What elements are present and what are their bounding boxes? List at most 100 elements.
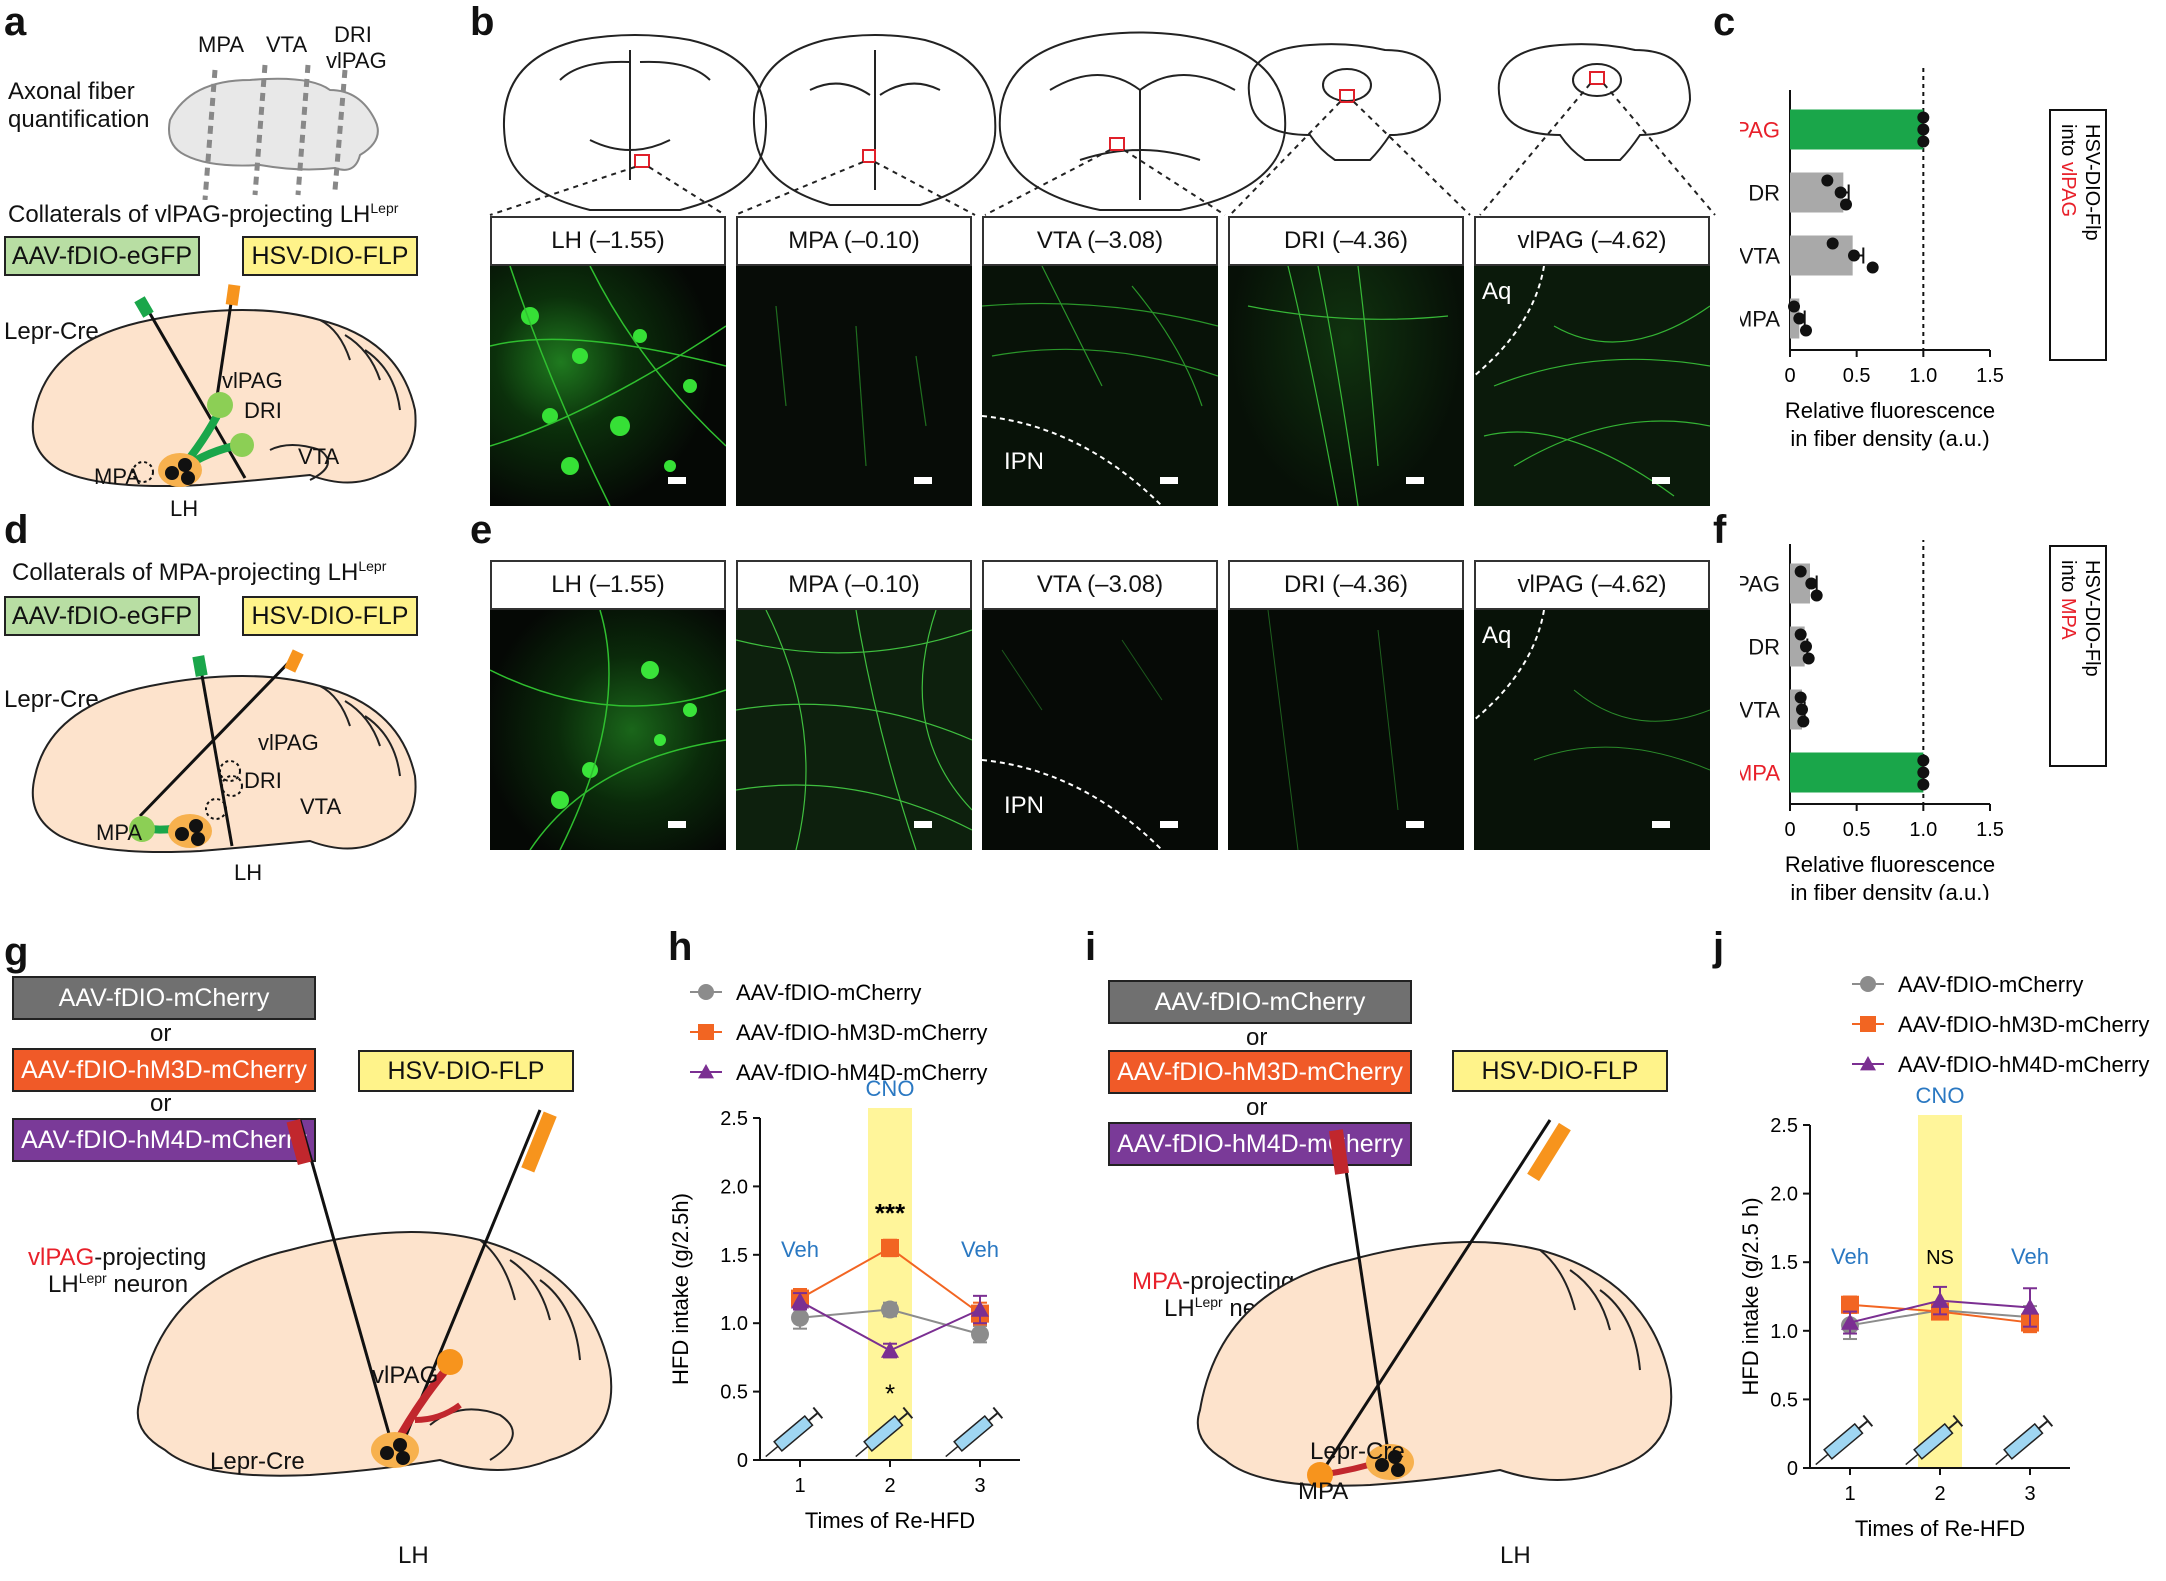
syringe-handle: [1862, 1414, 1874, 1427]
aq-label-e: Aq: [1482, 622, 1512, 649]
x-tick-label: 1: [1844, 1483, 1855, 1505]
marker-circle: [881, 1300, 899, 1319]
brain-label-mpa-d: MPA: [96, 820, 143, 845]
data-point: [1796, 703, 1808, 716]
data-point: [1917, 766, 1930, 779]
y-axis-label: HFD intake (g/2.5 h): [1738, 1197, 1763, 1395]
legend-text-1: HSV-DIO-Flp: [2081, 124, 2103, 241]
panel-letter-e: e: [470, 508, 493, 552]
axonal-quant-schematic: [168, 64, 379, 200]
category-label: vlPAG: [1740, 572, 1780, 597]
atlas-section-vlpag: [1497, 43, 1692, 161]
brain-label-vta-d: VTA: [300, 794, 342, 819]
bar: [1790, 752, 1924, 793]
brain-schematic-d: [31, 649, 417, 853]
y-tick-label: 1.0: [1770, 1321, 1798, 1343]
legend-text-1: HSV-DIO-Flp: [2081, 560, 2103, 677]
data-point: [1840, 198, 1852, 211]
region-mpa: MPA: [198, 32, 245, 57]
syringe-plunger: [987, 1412, 999, 1422]
legend-text-2: into MPA: [2057, 560, 2079, 640]
panel-letter-c: c: [1713, 0, 1736, 44]
syringe-needle: [765, 1445, 779, 1458]
micrograph-e-lh: [490, 610, 726, 850]
chart-h: AAV-fDIO-mCherryAAV-fDIO-hM3D-mCherryAAV…: [668, 980, 1020, 1533]
category-label: MPA: [1740, 761, 1780, 786]
syringe-needle: [855, 1445, 869, 1458]
panel-letter-h: h: [668, 925, 693, 969]
syringe-plunger: [2037, 1420, 2049, 1430]
mouse-label-d: Lepr-Cre: [4, 686, 99, 713]
section-label-vta: VTA (–3.08): [982, 216, 1218, 266]
legend-text-3: vlPAG: [2057, 162, 2079, 217]
data-point: [1810, 589, 1823, 602]
projection-label-g: vlPAG-projecting: [28, 1244, 207, 1271]
virus-box-mcherry-i: AAV-fDIO-mCherry: [1108, 980, 1412, 1024]
section-label-e-mpa: MPA (–0.10): [736, 560, 972, 610]
data-point: [1793, 312, 1806, 325]
syringe-plunger: [897, 1412, 909, 1422]
mouse-label: Lepr-Cre: [4, 318, 99, 345]
syringe-plunger: [807, 1412, 819, 1422]
section-label-dri: DRI (–4.36): [1228, 216, 1464, 266]
region-dri: DRI: [334, 22, 372, 47]
aq-label-b: Aq: [1482, 278, 1512, 305]
data-point: [1848, 249, 1860, 262]
virus-box-mcherry-g: AAV-fDIO-mCherry: [12, 976, 316, 1020]
brain-schematic-g: [136, 1109, 613, 1477]
micrograph-e-vlpag: Aq: [1474, 610, 1710, 850]
micrograph-b-vta: IPN: [982, 266, 1218, 506]
cno-label: CNO: [1916, 1083, 1965, 1108]
y-tick-label: 1.0: [720, 1313, 748, 1335]
syringe-handle: [902, 1406, 914, 1419]
marker-circle: [1860, 976, 1876, 992]
legend-label: AAV-fDIO-hM4D-mCherry: [736, 1060, 987, 1085]
or-2-g: or: [150, 1090, 172, 1117]
category-label: DR: [1748, 181, 1780, 206]
category-label: VTA: [1740, 698, 1780, 723]
bar: [1790, 172, 1844, 213]
y-tick-label: 1.5: [1770, 1252, 1798, 1274]
brain-label-dri-d: DRI: [244, 768, 282, 793]
panel-letter-d: d: [4, 508, 29, 552]
x-tick-label: 1.5: [1976, 365, 2004, 387]
panel-a: Axonal fiber quantification MPA VTA DRI …: [0, 0, 460, 521]
syringe-handle: [1952, 1414, 1964, 1427]
lh-label-g: LH: [398, 1542, 429, 1569]
mouse-label-g: Lepr-Cre: [210, 1448, 305, 1475]
cno-label: CNO: [866, 1076, 915, 1101]
atlas-sections: [489, 31, 1716, 216]
veh-label-1: Veh: [1831, 1244, 1869, 1269]
or-1-i: or: [1246, 1024, 1268, 1051]
injection-legend-box: [2049, 109, 2107, 361]
data-point: [1800, 324, 1812, 337]
x-tick-label: 0: [1784, 365, 1795, 387]
or-2-i: or: [1246, 1094, 1268, 1121]
or-1-g: or: [150, 1020, 172, 1047]
virus-box-hm4d-i: AAV-fDIO-hM4D-mCherry: [1108, 1122, 1412, 1166]
data-point: [1805, 577, 1818, 590]
significance-low: *: [885, 1379, 895, 1409]
virus-box-flp-g: HSV-DIO-FLP: [358, 1050, 574, 1092]
legend-label: AAV-fDIO-mCherry: [1898, 972, 2083, 997]
panel-g: AAV-fDIO-mCherry or AAV-fDIO-hM3D-mCherr…: [0, 930, 660, 1580]
panel-letter-a: a: [4, 0, 27, 44]
section-label-e-vlpag: vlPAG (–4.62): [1474, 560, 1710, 610]
x-tick-label: 2: [1934, 1483, 1945, 1505]
category-label: MPA: [1740, 307, 1780, 332]
x-tick-label: 3: [2024, 1483, 2035, 1505]
y-tick-label: 0: [737, 1450, 748, 1472]
veh-label-1: Veh: [781, 1237, 819, 1262]
marker-triangle: [1931, 1291, 1949, 1308]
x-axis-label-1: Relative fluorescence: [1785, 398, 1995, 423]
data-point: [1794, 691, 1807, 704]
mouse-label-i: Lepr-Cre: [1310, 1438, 1405, 1465]
panel-d: Collaterals of MPA-projecting LHLepr AAV…: [0, 510, 460, 910]
x-axis-label-2: in fiber density (a.u.): [1790, 880, 1989, 900]
brain-schematic-i: [1196, 1119, 1673, 1488]
virus-box-hm4d-g: AAV-fDIO-hM4D-mCherry: [12, 1118, 316, 1162]
y-tick-label: 0: [1787, 1458, 1798, 1480]
